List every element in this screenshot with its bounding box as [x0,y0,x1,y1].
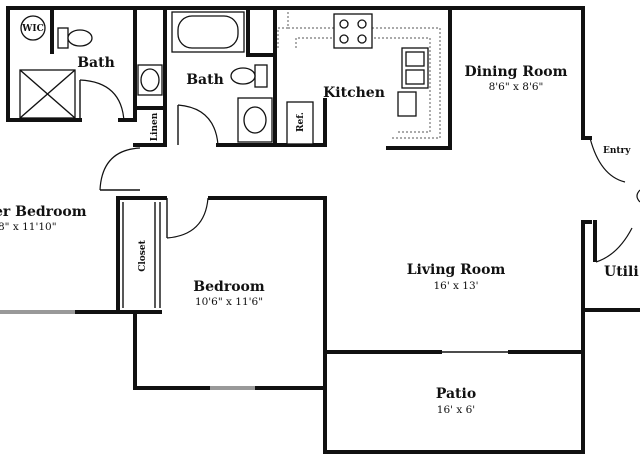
closet-label: Closet [138,239,148,271]
master-bedroom-label: er Bedroom [0,204,87,220]
dining-room-dims: 8'6" x 8'6" [489,81,544,93]
wic-label: WIC [21,24,43,34]
patio-label: Patio [436,386,476,402]
master-bedroom-dims: 8" x 11'10" [0,221,57,233]
doors [79,79,640,263]
kitchen-label: Kitchen [323,85,385,101]
wic-circle [20,15,46,41]
bedroom-dims: 10'6" x 11'6" [195,296,263,308]
room-labels: Bath Bath Kitchen Dining Room 8'6" x 8'6… [0,55,639,416]
utility-label: Utili [604,264,639,280]
fixtures: WIC [19,11,429,145]
patio-dims: 16' x 6' [437,404,475,416]
living-room-label: Living Room [407,262,506,278]
bedroom-label: Bedroom [193,279,265,295]
walls [0,6,640,454]
ref-label: Ref. [296,112,306,132]
bath-left-label: Bath [77,55,115,71]
entry-label: Entry [603,146,631,156]
dining-room-label: Dining Room [465,64,568,80]
linen-label: Linen [150,112,160,141]
bath-right-label: Bath [186,72,224,88]
living-room-dims: 16' x 13' [433,280,478,292]
